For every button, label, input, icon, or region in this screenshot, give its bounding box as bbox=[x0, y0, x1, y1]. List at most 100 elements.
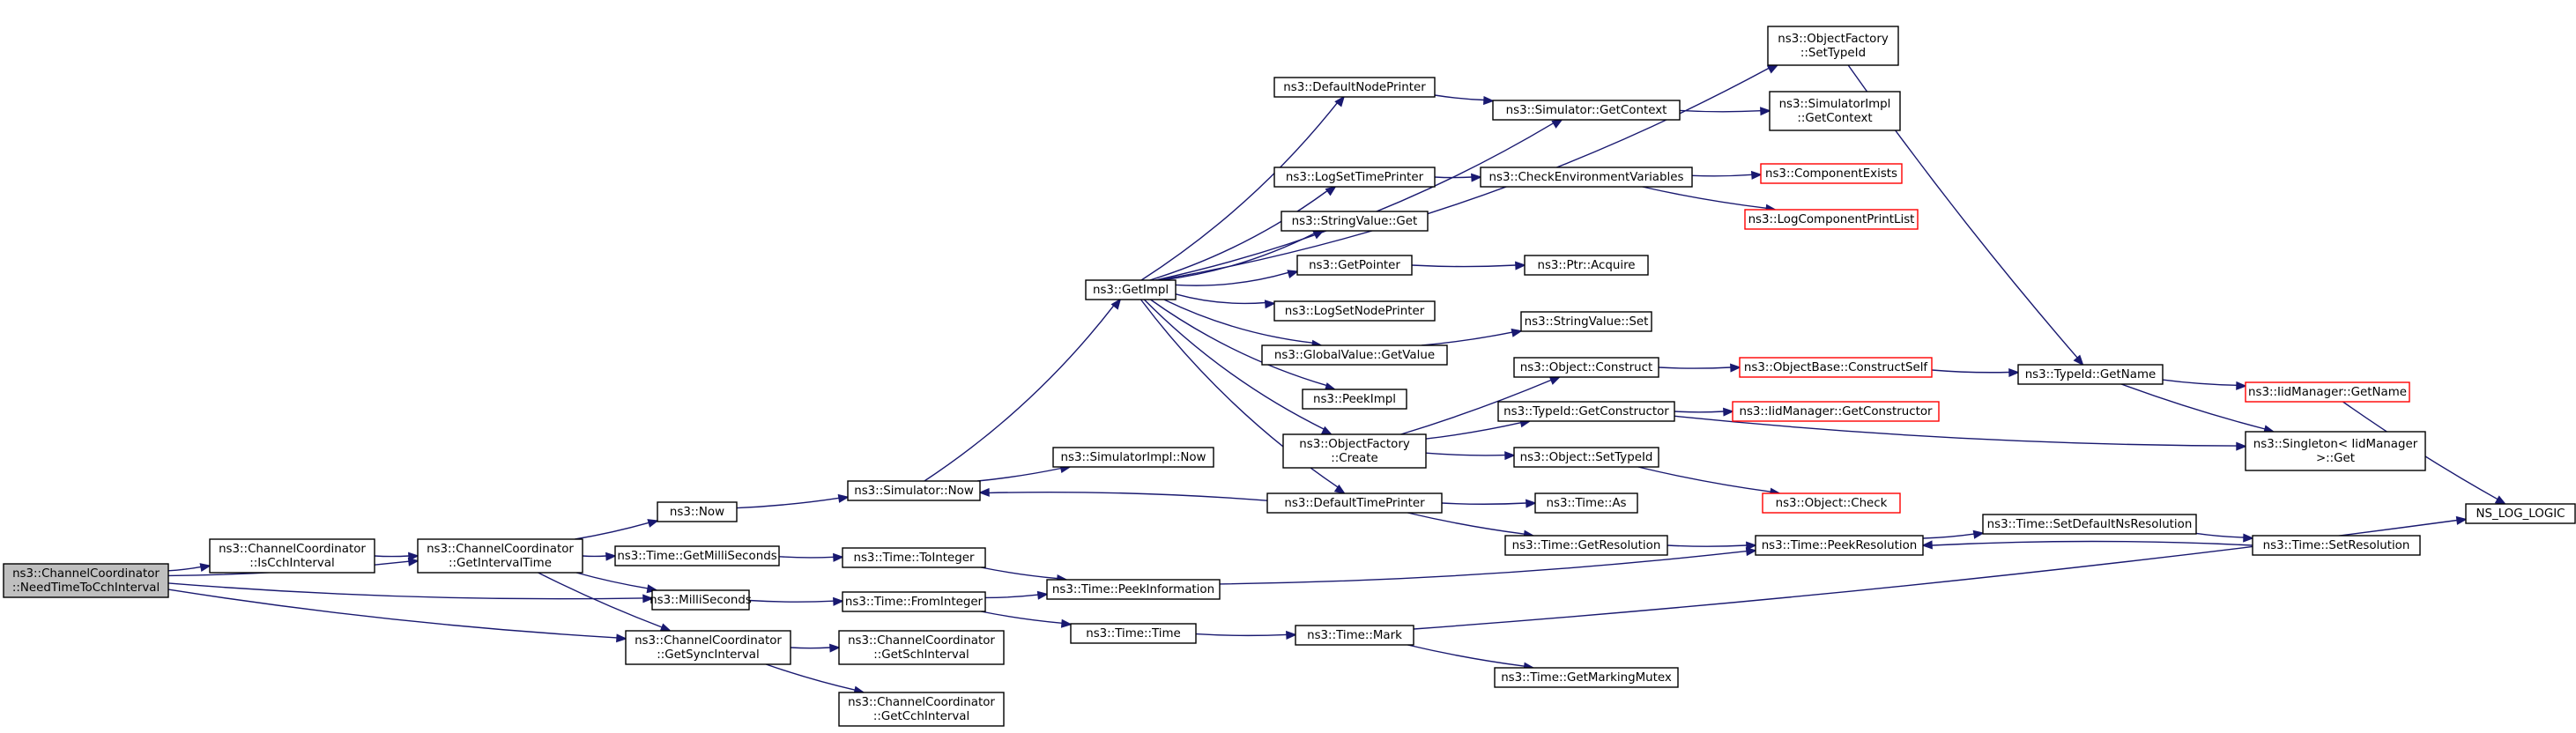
node-simimplctx[interactable]: ns3::SimulatorImpl::GetContext bbox=[1769, 91, 1901, 131]
node-getimpl[interactable]: ns3::GetImpl bbox=[1085, 279, 1177, 300]
node-strget[interactable]: ns3::StringValue::Get bbox=[1281, 211, 1429, 232]
node-timemark[interactable]: ns3::Time::Mark bbox=[1295, 625, 1414, 646]
node-box[interactable] bbox=[1480, 167, 1693, 188]
node-box[interactable] bbox=[1524, 255, 1649, 276]
node-box[interactable] bbox=[3, 563, 169, 598]
node-singleton[interactable]: ns3::Singleton< IidManager >::Get bbox=[2245, 431, 2426, 471]
node-toint[interactable]: ns3::Time::ToInteger bbox=[842, 547, 986, 568]
node-box[interactable] bbox=[1739, 357, 1933, 378]
node-box[interactable] bbox=[1755, 535, 1924, 556]
node-box[interactable] bbox=[1273, 167, 1436, 188]
node-logsettime[interactable]: ns3::LogSetTimePrinter bbox=[1273, 167, 1436, 188]
node-box[interactable] bbox=[2245, 381, 2410, 403]
node-objconstruct[interactable]: ns3::Object::Construct bbox=[1513, 357, 1659, 378]
node-box[interactable] bbox=[1273, 77, 1436, 98]
node-objsettype[interactable]: ns3::Object::SetTypeId bbox=[1513, 447, 1659, 468]
node-box[interactable] bbox=[1302, 389, 1407, 410]
node-deftime[interactable]: ns3::DefaultTimePrinter bbox=[1266, 492, 1443, 514]
node-objcheck[interactable]: ns3::Object::Check bbox=[1762, 492, 1901, 514]
node-box[interactable] bbox=[1513, 447, 1659, 468]
node-box[interactable] bbox=[1266, 492, 1443, 514]
node-box[interactable] bbox=[2252, 535, 2421, 556]
node-box[interactable] bbox=[842, 591, 986, 612]
node-box[interactable] bbox=[417, 538, 583, 574]
node-box[interactable] bbox=[1281, 211, 1429, 232]
node-box[interactable] bbox=[1046, 579, 1221, 600]
node-box[interactable] bbox=[1762, 492, 1901, 514]
node-box[interactable] bbox=[614, 545, 780, 566]
node-box[interactable] bbox=[1261, 344, 1448, 366]
node-gvget[interactable]: ns3::GlobalValue::GetValue bbox=[1261, 344, 1448, 366]
node-logcomplist[interactable]: ns3::LogComponentPrintList bbox=[1744, 209, 1919, 230]
node-getcch[interactable]: ns3::ChannelCoordinator::GetCchInterval bbox=[838, 692, 1005, 727]
node-iidgetctor[interactable]: ns3::IidManager::GetConstructor bbox=[1732, 401, 1940, 422]
node-now[interactable]: ns3::Now bbox=[657, 501, 738, 522]
node-timeas[interactable]: ns3::Time::As bbox=[1534, 492, 1638, 514]
node-compexists[interactable]: ns3::ComponentExists bbox=[1760, 163, 1903, 184]
node-box[interactable] bbox=[2245, 431, 2426, 471]
node-box[interactable] bbox=[2017, 364, 2164, 385]
node-getsync[interactable]: ns3::ChannelCoordinator::GetSyncInterval bbox=[625, 630, 791, 665]
node-tidgetctor[interactable]: ns3::TypeId::GetConstructor bbox=[1497, 401, 1675, 422]
node-box[interactable] bbox=[1282, 433, 1427, 469]
node-box[interactable] bbox=[1513, 357, 1659, 378]
node-ofsettype[interactable]: ns3::ObjectFactory::SetTypeId bbox=[1767, 26, 1899, 66]
node-ms[interactable]: ns3::MilliSeconds bbox=[650, 589, 752, 611]
node-nslog[interactable]: NS_LOG_LOGIC bbox=[2465, 503, 2576, 524]
node-box[interactable] bbox=[209, 538, 375, 574]
node-getres[interactable]: ns3::Time::GetResolution bbox=[1504, 535, 1668, 556]
node-peekinfo[interactable]: ns3::Time::PeekInformation bbox=[1046, 579, 1221, 600]
node-iidgetname[interactable]: ns3::IidManager::GetName bbox=[2245, 381, 2410, 403]
node-setres[interactable]: ns3::Time::SetResolution bbox=[2252, 535, 2421, 556]
node-box[interactable] bbox=[1497, 401, 1675, 422]
node-box[interactable] bbox=[1492, 100, 1681, 121]
node-box[interactable] bbox=[1767, 26, 1899, 66]
node-defnode[interactable]: ns3::DefaultNodePrinter bbox=[1273, 77, 1436, 98]
node-box[interactable] bbox=[1982, 514, 2197, 535]
node-box[interactable] bbox=[1296, 255, 1413, 276]
node-box[interactable] bbox=[1534, 492, 1638, 514]
node-iscch[interactable]: ns3::ChannelCoordinator::IsCchInterval bbox=[209, 538, 375, 574]
node-box[interactable] bbox=[1744, 209, 1919, 230]
node-fromint[interactable]: ns3::Time::FromInteger bbox=[842, 591, 986, 612]
node-simimplnow[interactable]: ns3::SimulatorImpl::Now bbox=[1052, 447, 1214, 468]
node-simnow[interactable]: ns3::Simulator::Now bbox=[847, 480, 981, 501]
node-getsch[interactable]: ns3::ChannelCoordinator::GetSchInterval bbox=[838, 630, 1005, 665]
node-box[interactable] bbox=[2465, 503, 2576, 524]
node-ofcreate[interactable]: ns3::ObjectFactory::Create bbox=[1282, 433, 1427, 469]
node-box[interactable] bbox=[1732, 401, 1940, 422]
node-obconstructself[interactable]: ns3::ObjectBase::ConstructSelf bbox=[1739, 357, 1933, 378]
node-box[interactable] bbox=[651, 589, 750, 611]
node-tidgetname[interactable]: ns3::TypeId::GetName bbox=[2017, 364, 2164, 385]
node-logsetnode[interactable]: ns3::LogSetNodePrinter bbox=[1273, 300, 1436, 322]
node-box[interactable] bbox=[838, 692, 1005, 727]
node-box[interactable] bbox=[625, 630, 791, 665]
node-box[interactable] bbox=[847, 480, 981, 501]
node-strset[interactable]: ns3::StringValue::Set bbox=[1520, 311, 1652, 332]
node-getms[interactable]: ns3::Time::GetMilliSeconds bbox=[614, 545, 780, 566]
node-getint[interactable]: ns3::ChannelCoordinator::GetIntervalTime bbox=[417, 538, 583, 574]
node-box[interactable] bbox=[1494, 667, 1679, 688]
node-box[interactable] bbox=[1085, 279, 1177, 300]
node-box[interactable] bbox=[1273, 300, 1436, 322]
node-checkenv[interactable]: ns3::CheckEnvironmentVariables bbox=[1480, 167, 1693, 188]
node-peekimpl[interactable]: ns3::PeekImpl bbox=[1302, 389, 1407, 410]
node-box[interactable] bbox=[1760, 163, 1903, 184]
node-box[interactable] bbox=[1520, 311, 1652, 332]
node-peekres[interactable]: ns3::Time::PeekResolution bbox=[1755, 535, 1924, 556]
node-getptr[interactable]: ns3::GetPointer bbox=[1296, 255, 1413, 276]
node-box[interactable] bbox=[838, 630, 1005, 665]
node-ptracq[interactable]: ns3::Ptr::Acquire bbox=[1524, 255, 1649, 276]
node-need[interactable]: ns3::ChannelCoordinator::NeedTimeToCchIn… bbox=[3, 563, 169, 598]
node-box[interactable] bbox=[1295, 625, 1414, 646]
node-box[interactable] bbox=[1769, 91, 1901, 131]
node-box[interactable] bbox=[1504, 535, 1668, 556]
node-setdefns[interactable]: ns3::Time::SetDefaultNsResolution bbox=[1982, 514, 2197, 535]
node-box[interactable] bbox=[1052, 447, 1214, 468]
node-box[interactable] bbox=[657, 501, 738, 522]
node-timetime[interactable]: ns3::Time::Time bbox=[1070, 623, 1197, 644]
node-simgetctx[interactable]: ns3::Simulator::GetContext bbox=[1492, 100, 1681, 121]
node-box[interactable] bbox=[1070, 623, 1197, 644]
node-box[interactable] bbox=[842, 547, 986, 568]
node-getmarkmutex[interactable]: ns3::Time::GetMarkingMutex bbox=[1494, 667, 1679, 688]
